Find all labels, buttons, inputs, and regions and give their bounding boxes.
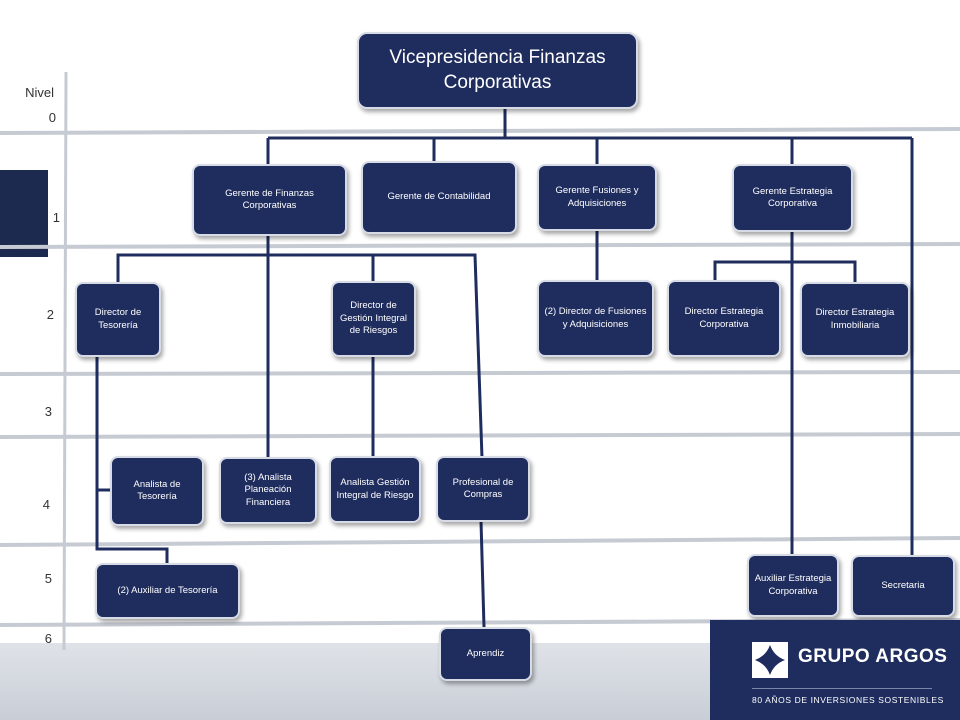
level-axis-title: Nivel [25,85,54,100]
org-node-gerente-finanzas: Gerente de Finanzas Corporativas [192,164,347,236]
brand-name: GRUPO ARGOS [798,646,948,667]
level-label-4: 4 [42,497,50,512]
org-node-gerente-estrategia: Gerente Estrategia Corporativa [732,164,853,232]
org-node-director-inmobiliaria: Director Estrategia Inmobiliaria [800,282,910,357]
level-label-6: 6 [44,631,52,646]
org-node-analista-riesgo: Analista Gestión Integral de Riesgo [329,456,421,523]
brand-tagline: 80 AÑOS DE INVERSIONES SOSTENIBLES [752,695,944,705]
level-label-0: 0 [48,110,56,125]
org-node-director-estrategia: Director Estrategia Corporativa [667,280,781,357]
org-node-profesional-compras: Profesional de Compras [436,456,530,522]
brand-divider [752,688,932,689]
level-label-3: 3 [44,404,52,419]
level-label-1: 1 [52,210,60,225]
level-label-2: 2 [46,307,54,322]
org-node-analista-planeacion: (3) Analista Planeación Financiera [219,457,317,524]
level-accent-block [0,170,48,257]
connector [95,357,169,564]
org-node-director-fusiones: (2) Director de Fusiones y Adquisiciones [537,280,654,357]
org-node-director-tesoreria: Director de Tesorería [75,282,161,357]
level-axis [62,71,68,651]
grupo-argos-logo: GRUPO ARGOS 80 AÑOS DE INVERSIONES SOSTE… [710,620,960,720]
level-label-5: 5 [44,571,52,586]
org-node-aprendiz: Aprendiz [439,627,532,681]
org-node-secretaria: Secretaria [851,555,955,617]
org-node-auxiliar-tesoreria: (2) Auxiliar de Tesorería [95,563,240,619]
connector [713,260,857,283]
grupo-argos-mark-icon [752,642,788,678]
org-node-gerente-fusiones: Gerente Fusiones y Adquisiciones [537,164,657,231]
level-separator [0,242,960,249]
connector [116,253,484,459]
connectors [95,108,914,628]
connector [479,520,486,628]
level-separator [0,536,960,547]
org-node-analista-tesoreria: Analista de Tesorería [110,456,204,526]
org-node-director-riesgos: Director de Gestión Integral de Riesgos [331,281,416,357]
org-node-auxiliar-estrategia: Auxiliar Estrategia Corporativa [747,554,839,617]
org-node-gerente-contabilidad: Gerente de Contabilidad [361,161,517,234]
org-node-vicepresidencia: Vicepresidencia Finanzas Corporativas [357,32,638,109]
level-separator [0,127,960,135]
